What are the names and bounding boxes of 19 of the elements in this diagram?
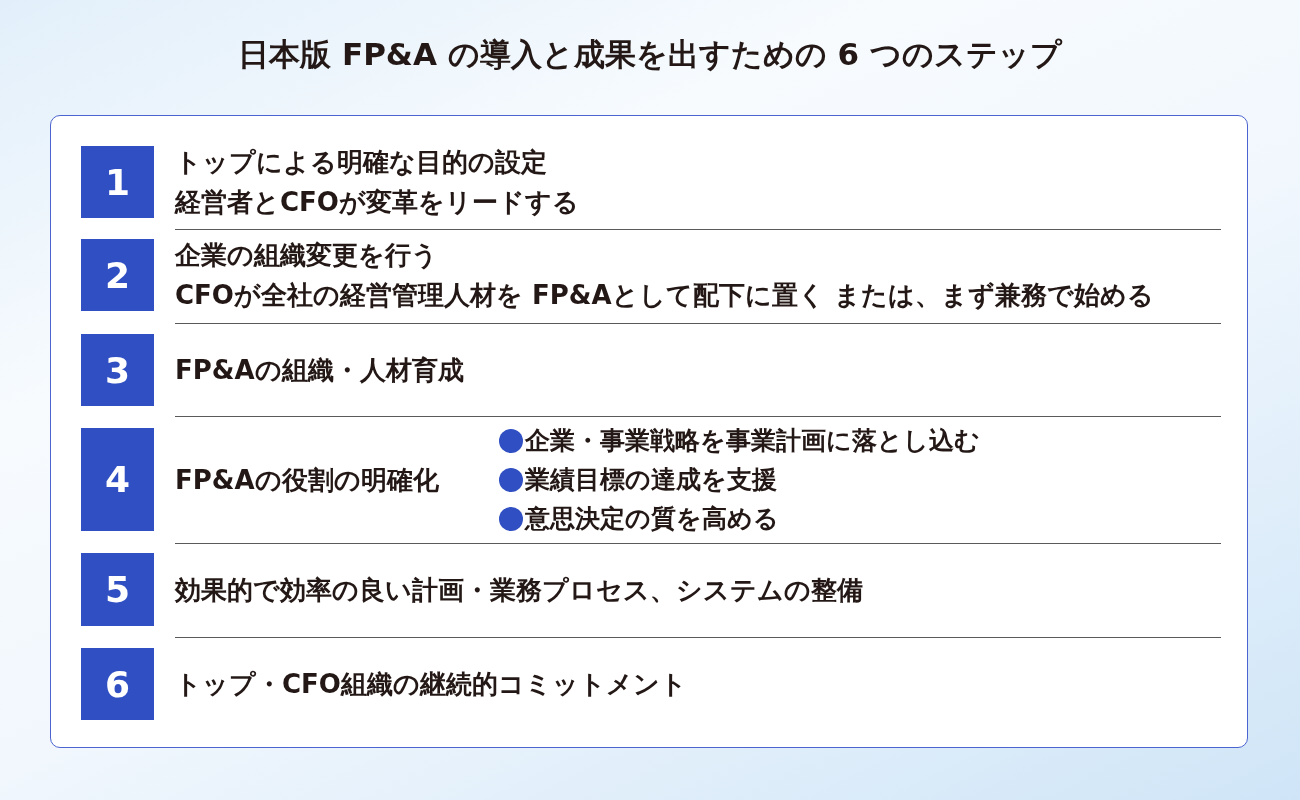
step-title: トップ・CFO組織の継続的コミットメント (175, 668, 687, 701)
step-title: FP&Aの組織・人材育成 (175, 354, 464, 387)
step-title: 効果的で効率の良い計画・業務プロセス、システムの整備 (175, 573, 863, 607)
step-title: トップによる明確な目的の設定 (175, 146, 548, 179)
step-number: 1 (81, 146, 154, 218)
step-number: 5 (81, 553, 154, 626)
step-title: 企業の組織変更を行う (175, 239, 439, 272)
step-description: 経営者とCFOが変革をリードする (175, 186, 579, 219)
bullet-text: 業績目標の達成を支援 (525, 464, 777, 496)
step-number: 4 (81, 428, 154, 531)
content-panel (50, 115, 1248, 748)
step-title: FP&Aの役割の明確化 (175, 463, 439, 497)
diagram-title: 日本版 FP&A の導入と成果を出すための 6 つのステップ (238, 36, 1062, 72)
bullet-text: 企業・事業戦略を事業計画に落とし込む (525, 425, 980, 457)
step-number: 6 (81, 648, 154, 720)
step-description: CFOが全社の経営管理人材を FP&Aとして配下に置く または、まず兼務で始める (175, 279, 1154, 312)
step-number: 2 (81, 239, 154, 311)
step-number: 3 (81, 334, 154, 406)
bullet-text: 意思決定の質を高める (525, 503, 779, 535)
